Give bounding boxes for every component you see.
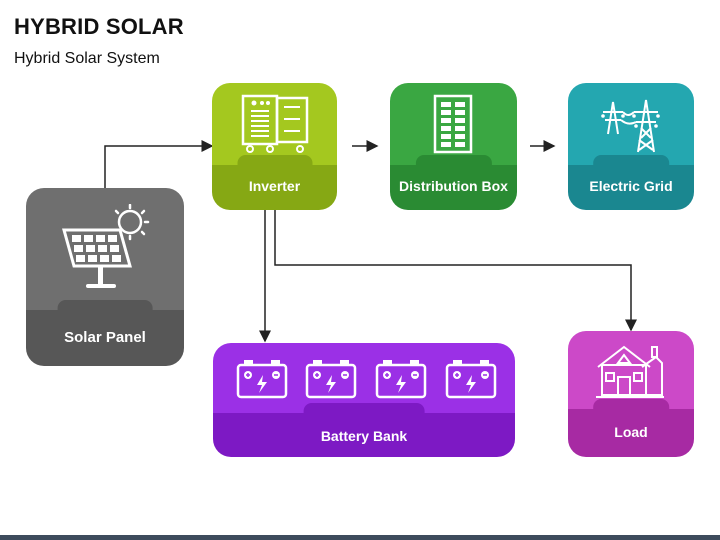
- distribution-box-icon: [433, 94, 473, 154]
- solar-panel-icon: [62, 204, 150, 288]
- connector-solar-to-inverter: [104, 140, 214, 188]
- page-title: HYBRID SOLAR: [14, 14, 184, 39]
- page-subtitle: Hybrid Solar System: [14, 50, 160, 67]
- electric-grid-label: Electric Grid: [589, 178, 673, 194]
- inverter-node: Inverter: [212, 83, 337, 210]
- load-label: Load: [614, 424, 648, 440]
- footer-bar: [0, 535, 720, 540]
- inverter-label: Inverter: [248, 178, 301, 194]
- connector-inverter-to-load: [274, 210, 637, 332]
- solar-panel-label: Solar Panel: [64, 329, 146, 346]
- house-icon: [596, 345, 664, 398]
- electric-grid-node: Electric Grid: [568, 83, 694, 210]
- solar-panel-node: Solar Panel: [26, 188, 184, 366]
- solar-panel-top: [26, 188, 184, 310]
- distribution-box-node: Distribution Box: [390, 83, 517, 210]
- battery-bank-node: Battery Bank: [213, 343, 515, 457]
- load-node: Load: [568, 331, 694, 457]
- battery-bank-label: Battery Bank: [320, 428, 408, 444]
- distribution-box-label: Distribution Box: [399, 178, 508, 194]
- battery-icon: [236, 358, 497, 399]
- transmission-tower-icon: [601, 99, 660, 153]
- inverter-icon: [241, 94, 309, 153]
